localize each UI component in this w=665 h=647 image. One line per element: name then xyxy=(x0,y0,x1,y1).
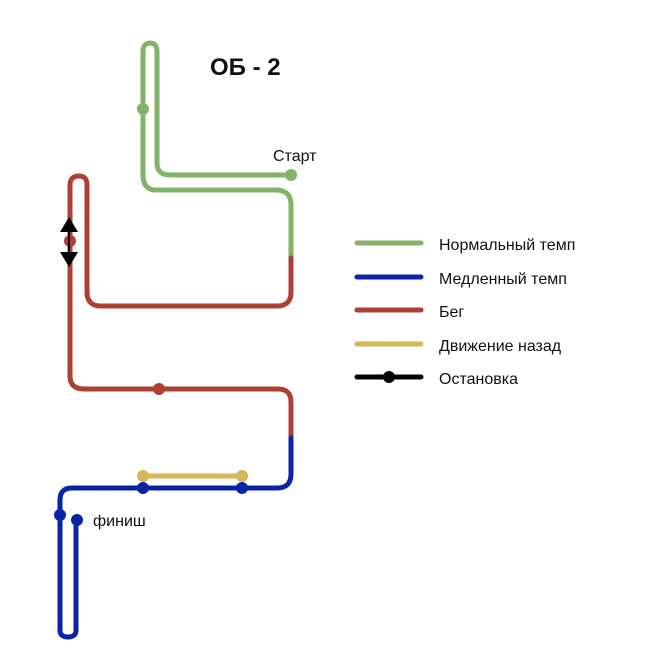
legend-label-back: Движение назад xyxy=(439,338,562,355)
route-point-back xyxy=(236,470,248,482)
legend-item-stop: Остановка xyxy=(354,371,518,388)
diagram-title: ОБ - 2 xyxy=(210,54,281,81)
finish-point xyxy=(71,514,83,526)
route-point-slow xyxy=(137,482,149,494)
legend-label-slow: Медленный темп xyxy=(439,271,567,288)
legend-label-run: Бег xyxy=(439,304,464,321)
legend-item-normal: Нормальный темп xyxy=(354,237,575,254)
route-point-run xyxy=(153,383,165,395)
legend-item-slow: Медленный темп xyxy=(354,271,567,288)
route-point-normal xyxy=(137,103,149,115)
route-point-slow xyxy=(54,509,66,521)
route-segment-run xyxy=(67,173,294,441)
route-point-slow xyxy=(236,482,248,494)
route-segment-normal xyxy=(140,40,294,261)
legend-label-normal: Нормальный темп xyxy=(439,237,575,254)
start-label: Старт xyxy=(273,148,317,165)
legend: Нормальный темп Медленный темп Бег Движе… xyxy=(354,237,575,388)
route-segment-slow xyxy=(57,435,294,640)
legend-item-back: Движение назад xyxy=(354,338,562,355)
finish-label: финиш xyxy=(93,513,146,530)
route-point-back xyxy=(137,470,149,482)
stop-marker-icon xyxy=(60,217,78,267)
legend-label-stop: Остановка xyxy=(439,371,518,388)
legend-item-run: Бег xyxy=(354,304,464,321)
legend-stop-dot xyxy=(383,371,395,383)
start-point xyxy=(285,169,297,181)
